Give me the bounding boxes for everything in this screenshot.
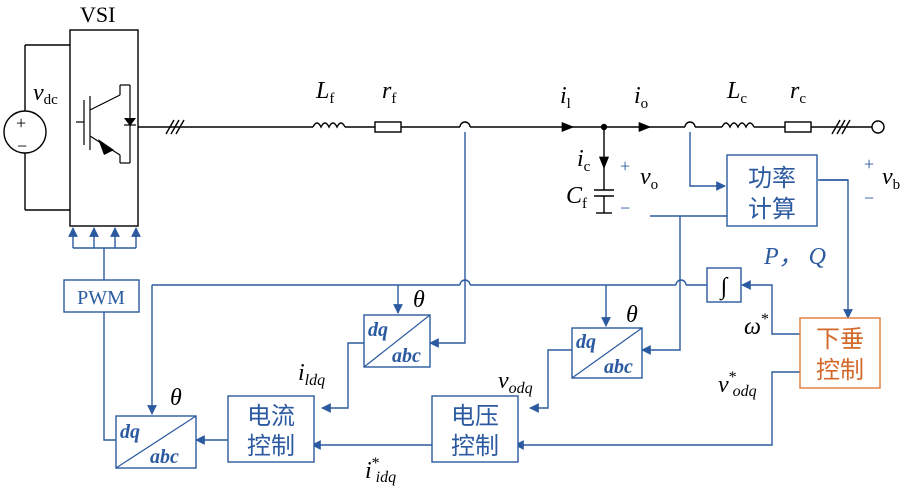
vdc-label: vdc — [33, 80, 58, 108]
io-label: io — [634, 83, 648, 112]
integrator-label: ∫ — [719, 274, 729, 301]
voltage-ctrl-line-1: 电压 — [451, 402, 499, 430]
vodq-ref-label: v*odq — [718, 369, 757, 400]
iidq-ref-label: i*idq — [365, 455, 396, 486]
power-calc-line-1: 功率 — [748, 164, 796, 192]
dq-right-top: dq — [576, 331, 596, 353]
vsi-box — [69, 29, 139, 227]
dq-right-bottom: abc — [604, 356, 633, 378]
pwm-label: PWM — [77, 287, 125, 309]
resistor-rc — [784, 121, 812, 133]
vb-label: vb — [882, 164, 900, 193]
droop-control-block — [799, 317, 881, 389]
source-plus: + — [16, 113, 26, 133]
dq-bottom-top: dq — [120, 421, 140, 443]
lf-label: Lf — [315, 78, 334, 107]
lc-label: Lc — [726, 78, 747, 107]
dq-bottom-bottom: abc — [150, 446, 179, 468]
omega-label: ω* — [744, 311, 769, 340]
current-ctrl-line-1: 电流 — [247, 402, 295, 430]
resistor-rf — [374, 121, 402, 133]
source-minus: − — [17, 136, 27, 156]
dq-mid-bottom: abc — [392, 345, 421, 367]
current-ctrl-line-2: 控制 — [247, 432, 295, 460]
power-calc-line-2: 计算 — [748, 195, 796, 223]
power-circuit — [3, 29, 885, 227]
vo-minus: − — [620, 198, 630, 218]
ic-label: ic — [577, 146, 591, 175]
droop-line-2: 控制 — [816, 356, 864, 384]
current-control-block — [227, 395, 315, 463]
integrator-block — [706, 267, 742, 303]
vodq-label: vodq — [498, 368, 533, 397]
theta-right: θ — [626, 302, 638, 328]
pq-label: P， Q — [763, 244, 826, 270]
voltage-ctrl-line-2: 控制 — [451, 432, 499, 460]
il-label: il — [560, 83, 571, 112]
dq-mid-top: dq — [368, 319, 388, 341]
control-blocks — [63, 154, 818, 469]
pwm-block — [63, 279, 140, 313]
vo-label: vo — [640, 164, 658, 193]
vsi-label: VSI — [80, 2, 115, 27]
theta-bottom: θ — [170, 385, 182, 411]
voltage-control-block — [431, 395, 519, 463]
control-wiring — [68, 132, 853, 450]
rc-label: rc — [790, 78, 806, 107]
vo-plus: + — [620, 156, 630, 176]
rf-label: rf — [382, 78, 396, 107]
ildq-label: ildq — [298, 360, 325, 389]
power-calc-block — [726, 154, 818, 227]
terminal — [871, 120, 885, 134]
droop-line-1: 下垂 — [816, 325, 864, 353]
theta-mid: θ — [413, 287, 425, 313]
cf-label: Cf — [566, 183, 587, 212]
vb-minus: − — [864, 188, 874, 208]
vb-plus: + — [864, 154, 874, 174]
inductor-lf — [312, 122, 346, 129]
inductor-lc — [721, 122, 755, 129]
